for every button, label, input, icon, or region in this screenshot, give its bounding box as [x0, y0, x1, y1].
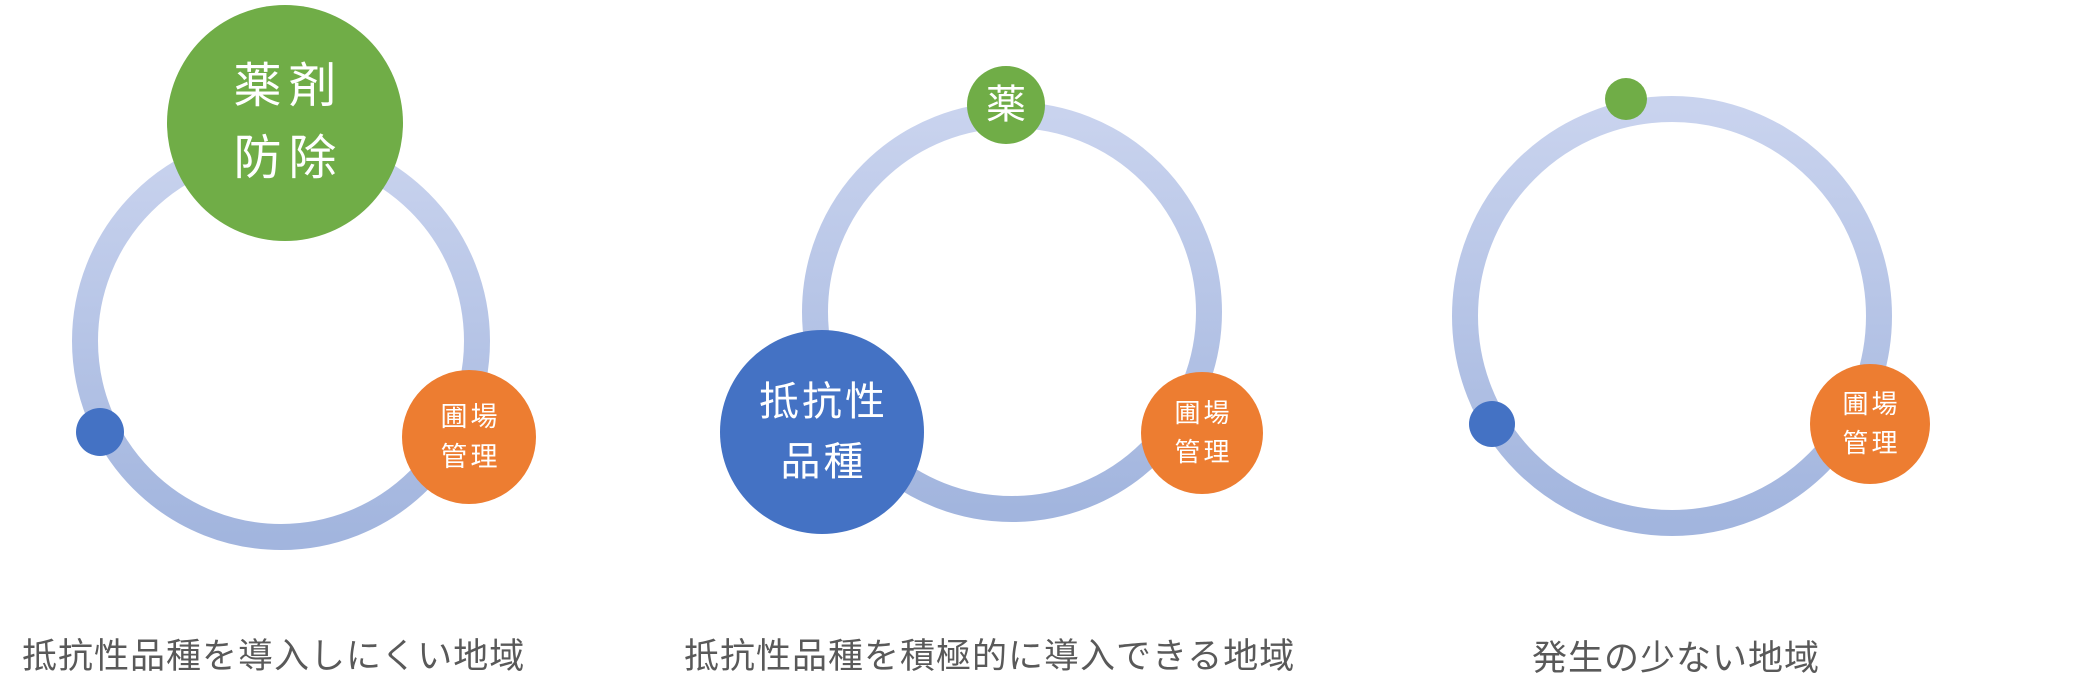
- field-management-node-1: 圃場 管理: [402, 370, 536, 504]
- chemical-control-node-1: 薬剤 防除: [167, 5, 403, 241]
- node-label-line: 品種: [780, 440, 867, 484]
- node-label-line: 圃場: [1174, 398, 1233, 428]
- region-caption-1: 抵抗性品種を導入しにくい地域: [22, 637, 526, 676]
- node-label-line: 圃場: [440, 401, 501, 432]
- chemical-control-node-3: [1605, 78, 1647, 120]
- node-label-line: 管理: [1174, 437, 1233, 467]
- node-label-line: 薬剤: [233, 60, 344, 113]
- node-label-line: 薬: [986, 83, 1026, 127]
- field-management-node-3: 圃場 管理: [1810, 364, 1930, 484]
- node-label-line: 圃場: [1842, 389, 1901, 419]
- resistant-variety-node-1: [76, 408, 124, 456]
- resistant-variety-node-2: 抵抗性 品種: [720, 330, 924, 534]
- node-label-line: 管理: [1842, 428, 1901, 458]
- chemical-control-node-2: 薬: [967, 66, 1045, 144]
- node-label-line: 管理: [440, 442, 501, 472]
- orbit-ring-3: [1452, 96, 1892, 536]
- node-label-line: 抵抗性: [759, 380, 888, 424]
- region-caption-3: 発生の少ない地域: [1532, 639, 1821, 678]
- node-label-line: 防除: [233, 132, 344, 185]
- field-management-node-2: 圃場 管理: [1141, 372, 1263, 494]
- region-caption-2: 抵抗性品種を積極的に導入できる地域: [684, 637, 1296, 676]
- resistant-variety-node-3: [1469, 401, 1515, 447]
